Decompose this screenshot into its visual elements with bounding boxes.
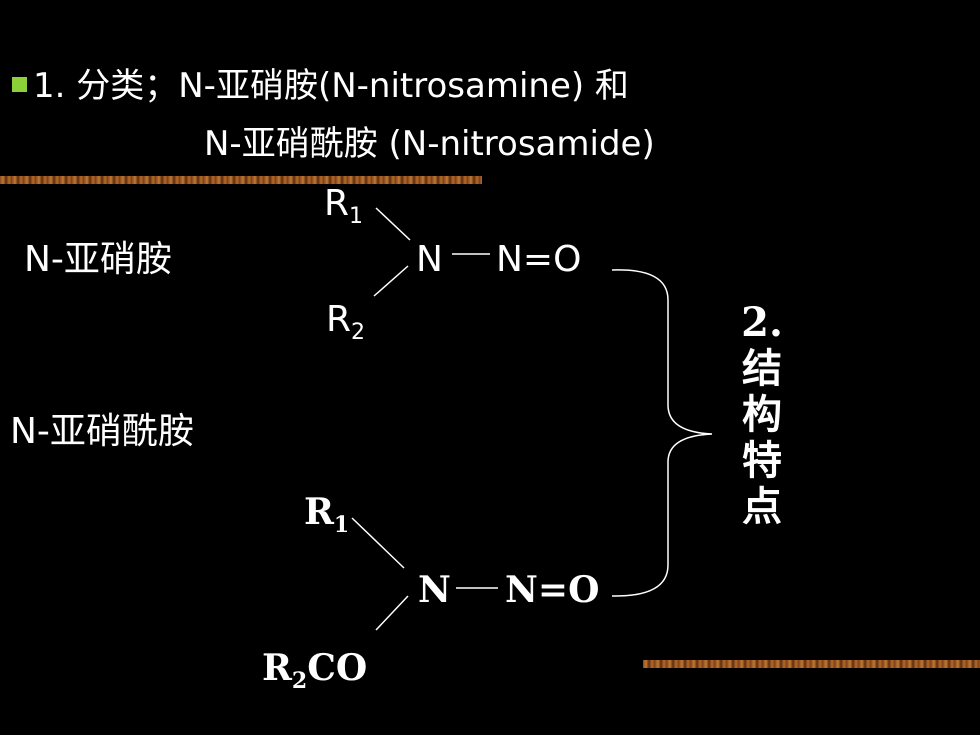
structure1-r1: R1 [324, 183, 363, 228]
structure2-r1: R1 [304, 491, 349, 536]
structure2-r2co-letter: R [262, 647, 292, 689]
bullet-square-icon [12, 77, 27, 92]
structure1-r2: R2 [326, 299, 365, 344]
structure2-r2co-carbonyl: CO [307, 647, 368, 689]
slide-title-line2: N-亚硝酰胺 (N-nitrosamide) [204, 124, 655, 164]
structure1-nitroso-group: N=O [496, 239, 582, 280]
structure2-r1-letter: R [304, 491, 334, 533]
structure2-r2co: R2CO [262, 647, 368, 692]
label-nitrosamide: N-亚硝酰胺 [10, 411, 194, 452]
slide-title-line1: 1. 分类；N-亚硝胺(N-nitrosamine) 和 [12, 62, 629, 110]
side-title-structure-features: 2.结构特点 [741, 299, 783, 530]
structure1-nitrogen: N [416, 239, 443, 280]
structure2-nitroso-group: N=O [505, 569, 600, 611]
structure2-nitrogen: N [418, 569, 451, 611]
structure1-bond-r2-n [373, 265, 409, 297]
label-nitrosamine: N-亚硝胺 [24, 239, 172, 280]
decorative-bar-top [0, 176, 482, 184]
structure1-r1-letter: R [324, 183, 350, 224]
decorative-bar-bottom [643, 660, 980, 668]
structure1-bond-r1-n [375, 207, 411, 241]
structure2-bond-r1-n [351, 517, 405, 569]
structure2-r2co-subscript: 2 [291, 668, 308, 694]
structure1-r1-subscript: 1 [349, 204, 364, 229]
structure1-r2-subscript: 2 [351, 320, 366, 345]
structure2-r1-subscript: 1 [333, 512, 350, 538]
title-line1-text: 1. 分类；N-亚硝胺(N-nitrosamine) 和 [33, 66, 629, 106]
structure2-bond-r2co-n [375, 595, 409, 631]
curly-brace [611, 269, 713, 597]
structure1-r2-letter: R [326, 299, 352, 340]
